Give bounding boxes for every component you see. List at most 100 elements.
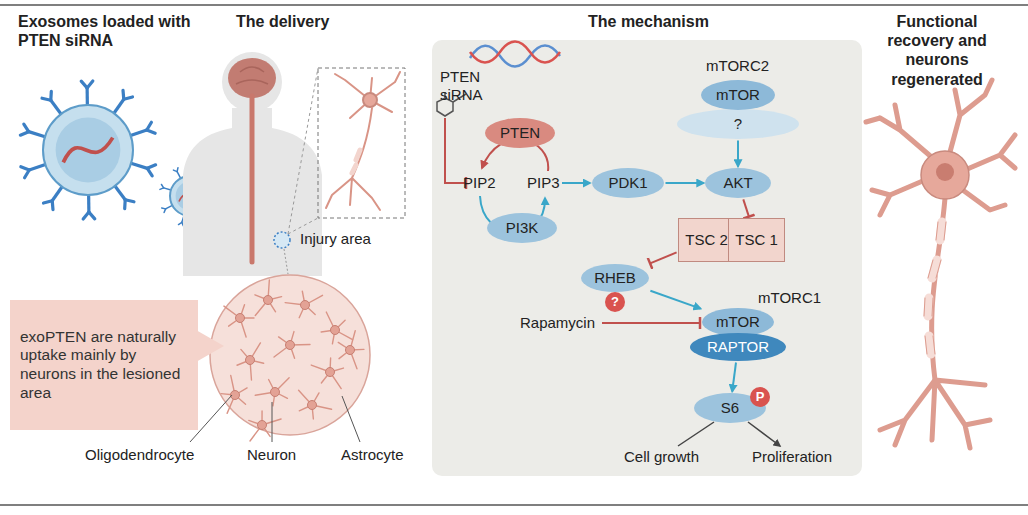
stroke <box>89 212 95 219</box>
stroke <box>81 81 87 88</box>
raptor-ellipse: RAPTOR <box>690 333 786 361</box>
callout-box: exoPTEN are naturally uptake mainly by n… <box>10 300 198 430</box>
stroke <box>164 209 166 213</box>
text-label: Rapamycin <box>520 314 595 332</box>
text-label: Astrocyte <box>341 446 404 464</box>
activation-connector <box>650 291 700 309</box>
stroke <box>56 118 121 183</box>
activation-connector <box>732 363 736 392</box>
activation-connector <box>666 182 704 184</box>
sirna <box>437 42 560 117</box>
node-text: exoPTEN are naturally uptake mainly by n… <box>20 328 188 402</box>
stroke <box>236 314 245 323</box>
stroke <box>29 165 45 171</box>
stroke <box>115 186 125 200</box>
regenerated-neuron <box>866 80 1015 448</box>
node-text: mTOR <box>716 86 760 104</box>
stroke <box>20 132 28 136</box>
text-label: PIP3 <box>527 174 560 192</box>
stroke <box>166 205 173 209</box>
text-label: mTORC1 <box>758 289 821 307</box>
node-text: RHEB <box>594 269 636 287</box>
node-text: TSC 1 <box>735 231 778 249</box>
inhibition-connector <box>650 252 677 263</box>
activation-connector <box>737 141 739 167</box>
question-badge: ? <box>605 292 625 312</box>
top-rule <box>0 4 1028 6</box>
stroke <box>52 187 62 201</box>
node-text: TSC 2 <box>685 231 728 249</box>
tsc-box: TSC 1 <box>728 218 785 262</box>
mechanism-panel <box>432 40 862 476</box>
node-text: RAPTOR <box>707 338 769 356</box>
node-text: PDK1 <box>608 174 647 192</box>
stroke <box>131 163 147 168</box>
output-arrow <box>678 422 780 446</box>
stroke <box>125 200 134 202</box>
pten-ellipse: PTEN <box>485 118 555 148</box>
node-text: S6 <box>721 399 739 417</box>
stroke <box>173 170 177 172</box>
node-text: PTEN <box>500 124 540 142</box>
stroke <box>246 356 255 365</box>
text-label: Neuron <box>247 446 296 464</box>
text-label: Proliferation <box>752 448 832 466</box>
node-text: ? <box>734 115 742 133</box>
mini-neurons <box>326 72 400 210</box>
node-text: P <box>756 389 765 405</box>
pdk1-ellipse: PDK1 <box>592 168 664 198</box>
stroke <box>308 401 317 410</box>
stroke <box>164 188 171 190</box>
column-heading: Exosomes loaded with PTEN siRNA <box>18 12 196 50</box>
callout-pointer <box>196 330 224 362</box>
rheb-ellipse: RHEB <box>581 264 649 292</box>
exosome <box>20 81 155 219</box>
stroke <box>25 170 30 178</box>
text-label: Injury area <box>300 230 371 248</box>
stroke <box>121 90 125 99</box>
stroke <box>87 195 90 212</box>
stroke <box>51 201 55 210</box>
leader-line <box>190 395 360 442</box>
zoom-leader <box>284 249 288 274</box>
stroke <box>42 98 51 100</box>
inhibit-line <box>445 118 466 183</box>
stroke <box>346 346 355 355</box>
stroke <box>147 165 155 169</box>
stroke <box>286 341 295 350</box>
node-text: PI3K <box>506 219 539 237</box>
stroke <box>301 301 310 310</box>
column-heading: Functional recovery and neurons regenera… <box>862 12 1012 89</box>
pi3k-ellipse: PI3K <box>487 213 557 243</box>
lesion-magnified <box>210 275 370 435</box>
phospho-badge: P <box>750 387 770 407</box>
stroke <box>264 296 273 305</box>
stroke <box>271 388 280 397</box>
stroke <box>177 172 181 179</box>
text-label: Cell growth <box>624 448 699 466</box>
stroke <box>86 88 89 105</box>
column-heading: The mechanism <box>588 12 709 31</box>
bottom-rule <box>0 504 1028 506</box>
akt-ellipse: AKT <box>705 168 771 198</box>
zoom-leader <box>288 68 318 234</box>
text-label: PTEN siRNA <box>440 68 490 104</box>
stroke <box>43 105 133 195</box>
stroke <box>51 100 61 114</box>
tsc-box: TSC 2 <box>678 218 735 262</box>
inhibit-line <box>602 322 700 324</box>
stroke <box>326 368 335 377</box>
neural-cells <box>221 280 364 441</box>
stroke <box>147 122 152 130</box>
text-label: Oligodendrocyte <box>85 446 194 464</box>
stroke <box>131 130 147 136</box>
node-text: ? <box>611 294 619 310</box>
column-heading: The delivery <box>236 12 329 31</box>
stroke <box>160 188 164 190</box>
stroke <box>29 132 45 137</box>
node-text: mTOR <box>716 313 760 331</box>
text-label: PIP2 <box>463 174 496 192</box>
zoom-box <box>318 68 405 218</box>
